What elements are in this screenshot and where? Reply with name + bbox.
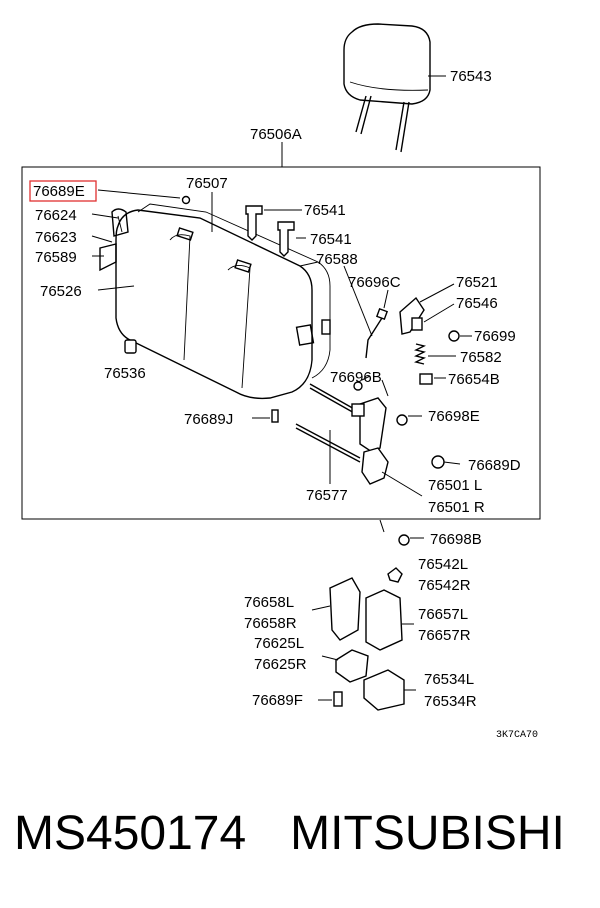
part-number: MS450174 (14, 807, 247, 860)
callout-76696c: 76696C (348, 274, 401, 291)
callout-76689j: 76689J (184, 411, 233, 428)
assembly-frame (21, 142, 541, 520)
callout-76625r: 76625R (254, 656, 307, 673)
recliner-mechanism-drawing (252, 379, 461, 497)
bushing-76536-drawing (124, 339, 137, 354)
callout-76536: 76536 (104, 365, 146, 382)
callout-76698e: 76698E (428, 408, 480, 425)
callout-76506a: 76506A (250, 126, 302, 143)
recliner-parts-drawing (343, 265, 472, 391)
callout-76698b: 76698B (430, 531, 482, 548)
callout-76526: 76526 (40, 283, 82, 300)
callout-76534r: 76534R (424, 693, 477, 710)
callout-76624: 76624 (35, 207, 77, 224)
callout-76588: 76588 (316, 251, 358, 268)
lower-parts-drawing (311, 519, 424, 711)
callout-76658r: 76658R (244, 615, 297, 632)
callout-76521: 76521 (456, 274, 498, 291)
callout-76658l: 76658L (244, 594, 294, 611)
footer-caption: MS450174 MITSUBISHI (14, 806, 594, 876)
headrest-drawing (343, 23, 446, 153)
callout-76507: 76507 (186, 175, 228, 192)
callout-76696b: 76696B (330, 369, 382, 386)
callout-76501l: 76501 L (428, 477, 482, 494)
callout-76501r: 76501 R (428, 499, 485, 516)
callout-76699: 76699 (474, 328, 516, 345)
callout-76546: 76546 (456, 295, 498, 312)
callout-76542r: 76542R (418, 577, 471, 594)
callout-76654b: 76654B (448, 371, 500, 388)
callout-76534l: 76534L (424, 671, 474, 688)
callout-76657r: 76657R (418, 627, 471, 644)
highlight-box (29, 180, 97, 202)
callout-76541-upper: 76541 (304, 202, 346, 219)
seat-back-drawing (99, 203, 331, 400)
drawing-code: 3K7CA70 (496, 730, 538, 741)
callout-76689e[interactable]: 76689E (33, 183, 85, 200)
callout-76541-lower: 76541 (310, 231, 352, 248)
callout-76625l: 76625L (254, 635, 304, 652)
seat-back-leaders (91, 189, 213, 291)
callout-76589: 76589 (35, 249, 77, 266)
callout-76689f: 76689F (252, 692, 303, 709)
callout-76577: 76577 (306, 487, 348, 504)
brand-name: MITSUBISHI (290, 807, 565, 860)
callout-76542l: 76542L (418, 556, 468, 573)
headrest-guides-drawing (245, 205, 306, 257)
callout-76689d: 76689D (468, 457, 521, 474)
callout-76543: 76543 (450, 68, 492, 85)
callout-76582: 76582 (460, 349, 502, 366)
callout-76657l: 76657L (418, 606, 468, 623)
callout-76623: 76623 (35, 229, 77, 246)
bolt-76689e-drawing (181, 195, 191, 205)
